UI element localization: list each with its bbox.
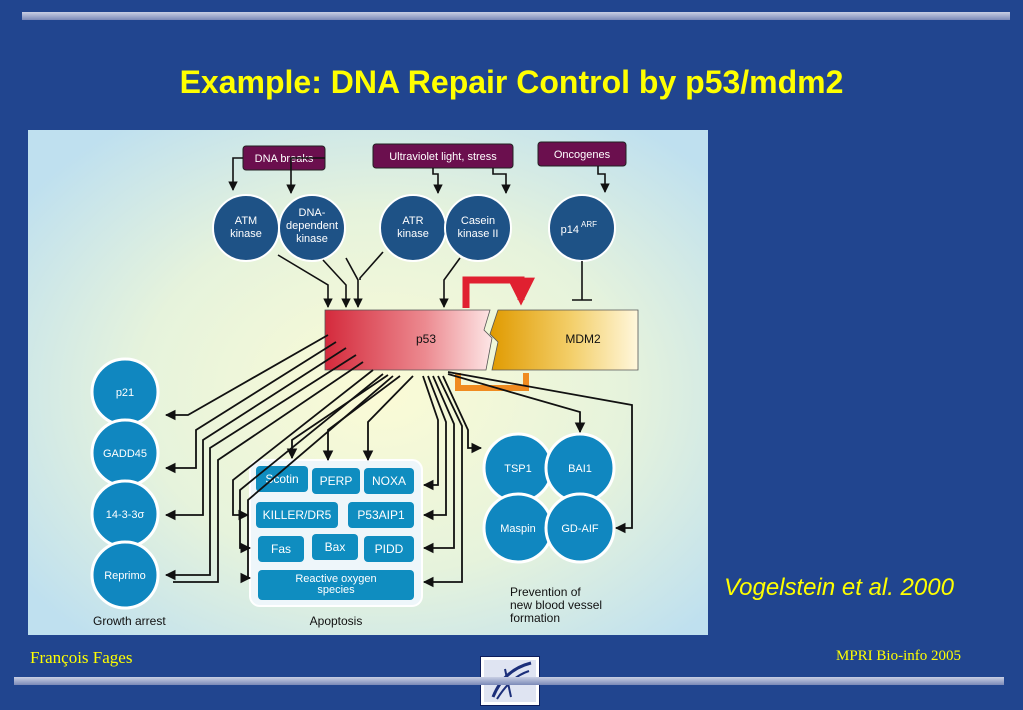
svg-text:MDM2: MDM2 (565, 332, 601, 346)
p53-induces-mdm2-arrow (462, 276, 535, 308)
p53-protein: p53 (324, 309, 493, 371)
svg-text:new blood vessel: new blood vessel (510, 598, 602, 612)
svg-text:Scotin: Scotin (265, 472, 298, 486)
p14-inhibits-mdm2 (572, 261, 592, 301)
svg-text:Fas: Fas (271, 542, 291, 556)
svg-text:Ultraviolet light, stress: Ultraviolet light, stress (389, 151, 497, 163)
svg-text:Reactive oxygen: Reactive oxygen (295, 573, 376, 585)
svg-text:Bax: Bax (325, 540, 346, 554)
apoptosis-group: Scotin PERP NOXA KILLER/DR5 P53AIP1 Fas … (249, 459, 423, 628)
svg-text:Oncogenes: Oncogenes (554, 149, 611, 161)
svg-text:Reprimo: Reprimo (104, 570, 146, 582)
svg-text:DNA breaks: DNA breaks (255, 153, 314, 165)
svg-text:p14: p14 (561, 224, 579, 236)
p53-pathway-diagram: DNA breaks Ultraviolet light, stress Onc… (28, 130, 708, 635)
top-divider (22, 12, 1010, 20)
svg-text:Prevention of: Prevention of (510, 585, 581, 599)
svg-text:dependent: dependent (286, 220, 338, 232)
trigger-oncogenes: Oncogenes (537, 141, 627, 167)
citation: Vogelstein et al. 2000 (724, 574, 954, 601)
svg-text:Casein: Casein (461, 215, 495, 227)
svg-text:kinase: kinase (397, 228, 429, 240)
svg-text:TSP1: TSP1 (504, 463, 532, 475)
svg-text:BAI1: BAI1 (568, 463, 592, 475)
atr-kinase-node: ATR kinase (379, 194, 447, 262)
atm-kinase-node: ATM kinase (212, 194, 280, 262)
mdm2-protein: MDM2 (489, 309, 639, 371)
svg-text:kinase II: kinase II (458, 228, 499, 240)
svg-text:ARF: ARF (581, 220, 597, 229)
svg-text:NOXA: NOXA (372, 474, 406, 488)
svg-text:Maspin: Maspin (500, 523, 535, 535)
kinase-to-p53-arrows (277, 251, 461, 308)
svg-text:ATM: ATM (235, 215, 257, 227)
svg-text:p53: p53 (416, 332, 436, 346)
svg-text:GADD45: GADD45 (103, 448, 147, 460)
svg-text:Growth arrest: Growth arrest (93, 614, 166, 628)
svg-text:ATR: ATR (402, 215, 423, 227)
footer-author: François Fages (30, 648, 133, 667)
bottom-divider (14, 677, 1004, 685)
trigger-uv-stress: Ultraviolet light, stress (372, 143, 514, 169)
slide-title: Example: DNA Repair Control by p53/mdm2 (179, 64, 844, 100)
svg-text:PIDD: PIDD (375, 542, 404, 556)
casein-kinase-ii-node: Casein kinase II (444, 194, 512, 262)
svg-text:PERP: PERP (320, 474, 353, 488)
svg-text:p21: p21 (116, 387, 134, 399)
trigger-arrows (228, 157, 610, 194)
svg-text:Apoptosis: Apoptosis (310, 614, 363, 628)
svg-text:kinase: kinase (230, 228, 262, 240)
angiogenesis-group: TSP1 BAI1 Maspin GD-AIF Prevention of ne… (482, 432, 616, 625)
dna-dependent-kinase-node: DNA- dependent kinase (278, 194, 346, 262)
reprimo-node (90, 540, 160, 610)
footer-event: MPRI Bio-info 2005 (836, 648, 962, 664)
svg-text:GD-AIF: GD-AIF (561, 523, 599, 535)
mdm2-inhibits-p53-loop (455, 373, 529, 391)
svg-text:14-3-3σ: 14-3-3σ (106, 509, 145, 521)
svg-text:DNA-: DNA- (299, 207, 326, 219)
svg-text:kinase: kinase (296, 233, 328, 245)
svg-text:KILLER/DR5: KILLER/DR5 (263, 508, 332, 522)
p14arf-node: p14 ARF (548, 194, 616, 262)
p53-target-arrows (164, 334, 633, 588)
svg-text:species: species (317, 584, 355, 596)
growth-arrest-group: p21 GADD45 14-3-3σ Reprimo Growth arrest (90, 357, 166, 628)
svg-text:formation: formation (510, 611, 560, 625)
svg-text:P53AIP1: P53AIP1 (357, 508, 405, 522)
